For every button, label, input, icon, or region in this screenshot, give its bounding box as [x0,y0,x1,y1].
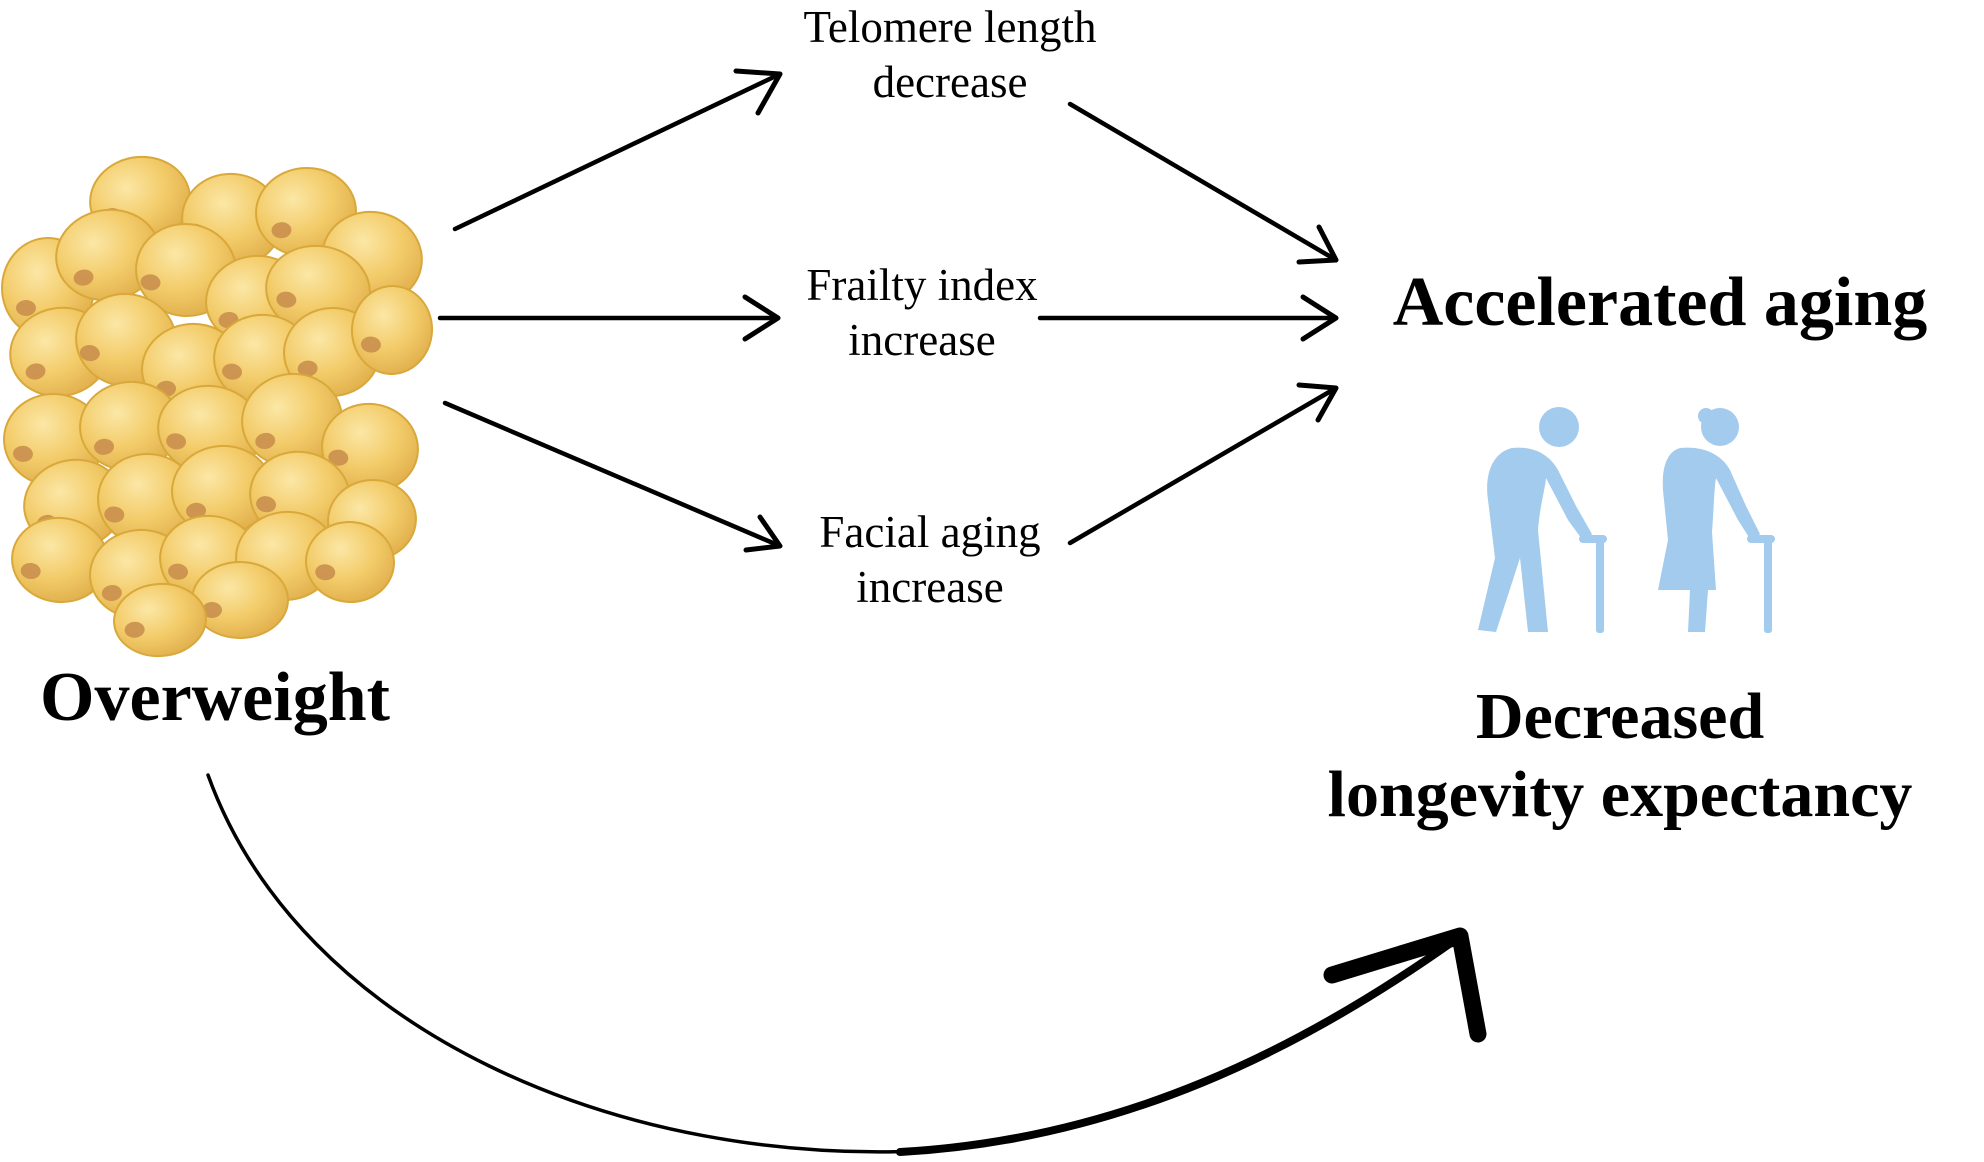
curved-arrow-overweight-to-longevity [206,773,1487,1156]
fat-cell-nucleus [79,345,100,362]
fat-cell-nucleus [360,336,381,353]
fat-cell-nucleus [25,363,46,380]
fat-cell [113,582,207,658]
fat-cell-nucleus [94,438,115,455]
fat-cell-nucleus [73,269,94,286]
arrow-overweight-to-telomere [452,68,783,232]
telomere-line-2: decrease [872,56,1028,107]
fat-cell-nucleus [256,496,277,513]
facial-line-1: Facial aging [819,507,1041,557]
frailty-index-label: Frailty index increase [742,258,1102,368]
fat-cell-nucleus [12,445,33,462]
fat-cell-nucleus [16,300,36,316]
arrow-overweight-to-facial-aging [442,400,783,553]
accelerated-aging-label: Accelerated aging [1392,264,1928,341]
fat-cell-nucleus [202,602,222,618]
fat-cell [321,402,419,494]
arrow-frailty-to-accelerated-aging [1037,294,1339,342]
fat-cell-nucleus [140,274,161,291]
fat-cell-nucleus [124,621,145,638]
fat-cell-nucleus [101,585,122,602]
facial-line-2: increase [856,561,1004,612]
fat-cell [350,285,434,375]
arrow-facial-aging-to-accelerated-aging [1067,382,1339,546]
elderly-woman-icon [1658,408,1775,633]
longevity-line-2: longevity expectancy [1327,757,1913,831]
fat-cell-nucleus [271,222,292,239]
arrow-overweight-to-frailty [437,294,781,342]
frailty-line-1: Frailty index [806,260,1038,310]
fat-cell [11,516,109,604]
elderly-couple-with-canes-icon [1478,407,1775,633]
facial-aging-label: Facial aging increase [750,505,1110,615]
fat-cell-nucleus [168,563,189,580]
fat-cell-nucleus [20,562,41,580]
fat-cell [305,520,395,604]
frailty-line-2: increase [848,314,996,365]
decreased-longevity-label: Decreased longevity expectancy [1260,678,1980,834]
fat-cell [171,444,273,536]
fat-cell [191,561,289,639]
fat-cell-nucleus [276,291,297,308]
longevity-line-1: Decreased [1475,680,1765,753]
fat-cell-nucleus [222,363,243,380]
fat-cell-nucleus [104,506,125,523]
arrow-telomere-to-accelerated-aging [1067,101,1339,265]
fat-cell-nucleus [297,360,318,377]
fat-cell-nucleus [315,564,336,581]
fat-cell-nucleus [186,502,207,519]
fat-cell-nucleus [328,449,349,466]
adipose-tissue-icon [1,155,434,658]
fat-cell-nucleus [255,432,276,450]
fat-cell-nucleus [166,433,187,450]
overweight-label: Overweight [40,659,390,736]
elderly-man-icon [1478,407,1607,633]
telomere-length-label: Telomere length decrease [760,0,1140,110]
telomere-line-1: Telomere length [803,2,1097,52]
